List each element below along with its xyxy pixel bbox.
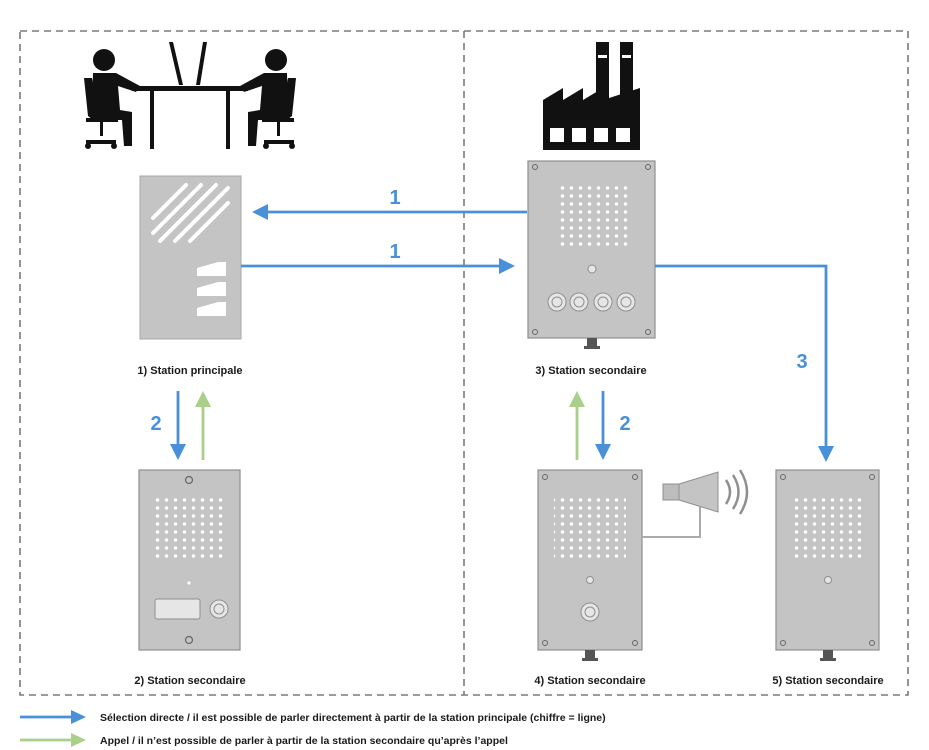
arrow-3-number: 3 [796,351,807,373]
arrow-1-bottom-number: 1 [389,241,400,263]
station-1-label: 1) Station principale [137,365,242,377]
station-2-panel [138,469,241,651]
office-workers-icon [84,42,296,149]
station-2-label: 2) Station secondaire [134,675,245,687]
station-4-panel [537,469,643,661]
station-5-label: 5) Station secondaire [772,675,883,687]
arrow-1-bottom [241,258,515,274]
factory-icon [543,42,640,150]
arrow-1-top [252,204,527,220]
arrow-2-left-number: 2 [150,413,161,435]
arrow-2-right-number: 2 [619,413,630,435]
arrow-green-right-up [569,391,585,460]
station-5-panel [775,469,880,661]
legend-green-arrow [20,733,86,747]
arrow-2-right-down [595,391,611,460]
station-1-panel [139,175,242,340]
arrow-green-left-up [195,391,211,460]
legend-blue-arrow [20,710,86,724]
station-3-label: 3) Station secondaire [535,365,646,377]
loudspeaker-horn-icon [642,469,749,538]
arrow-2-left-down [170,391,186,460]
legend-blue-text: Sélection directe / il est possible de p… [100,712,606,724]
arrow-1-top-number: 1 [389,187,400,209]
legend-green-text: Appel / il n’est possible de parler à pa… [100,735,508,747]
arrow-3 [655,264,834,462]
station-3-panel [527,160,656,349]
station-4-label: 4) Station secondaire [534,675,645,687]
